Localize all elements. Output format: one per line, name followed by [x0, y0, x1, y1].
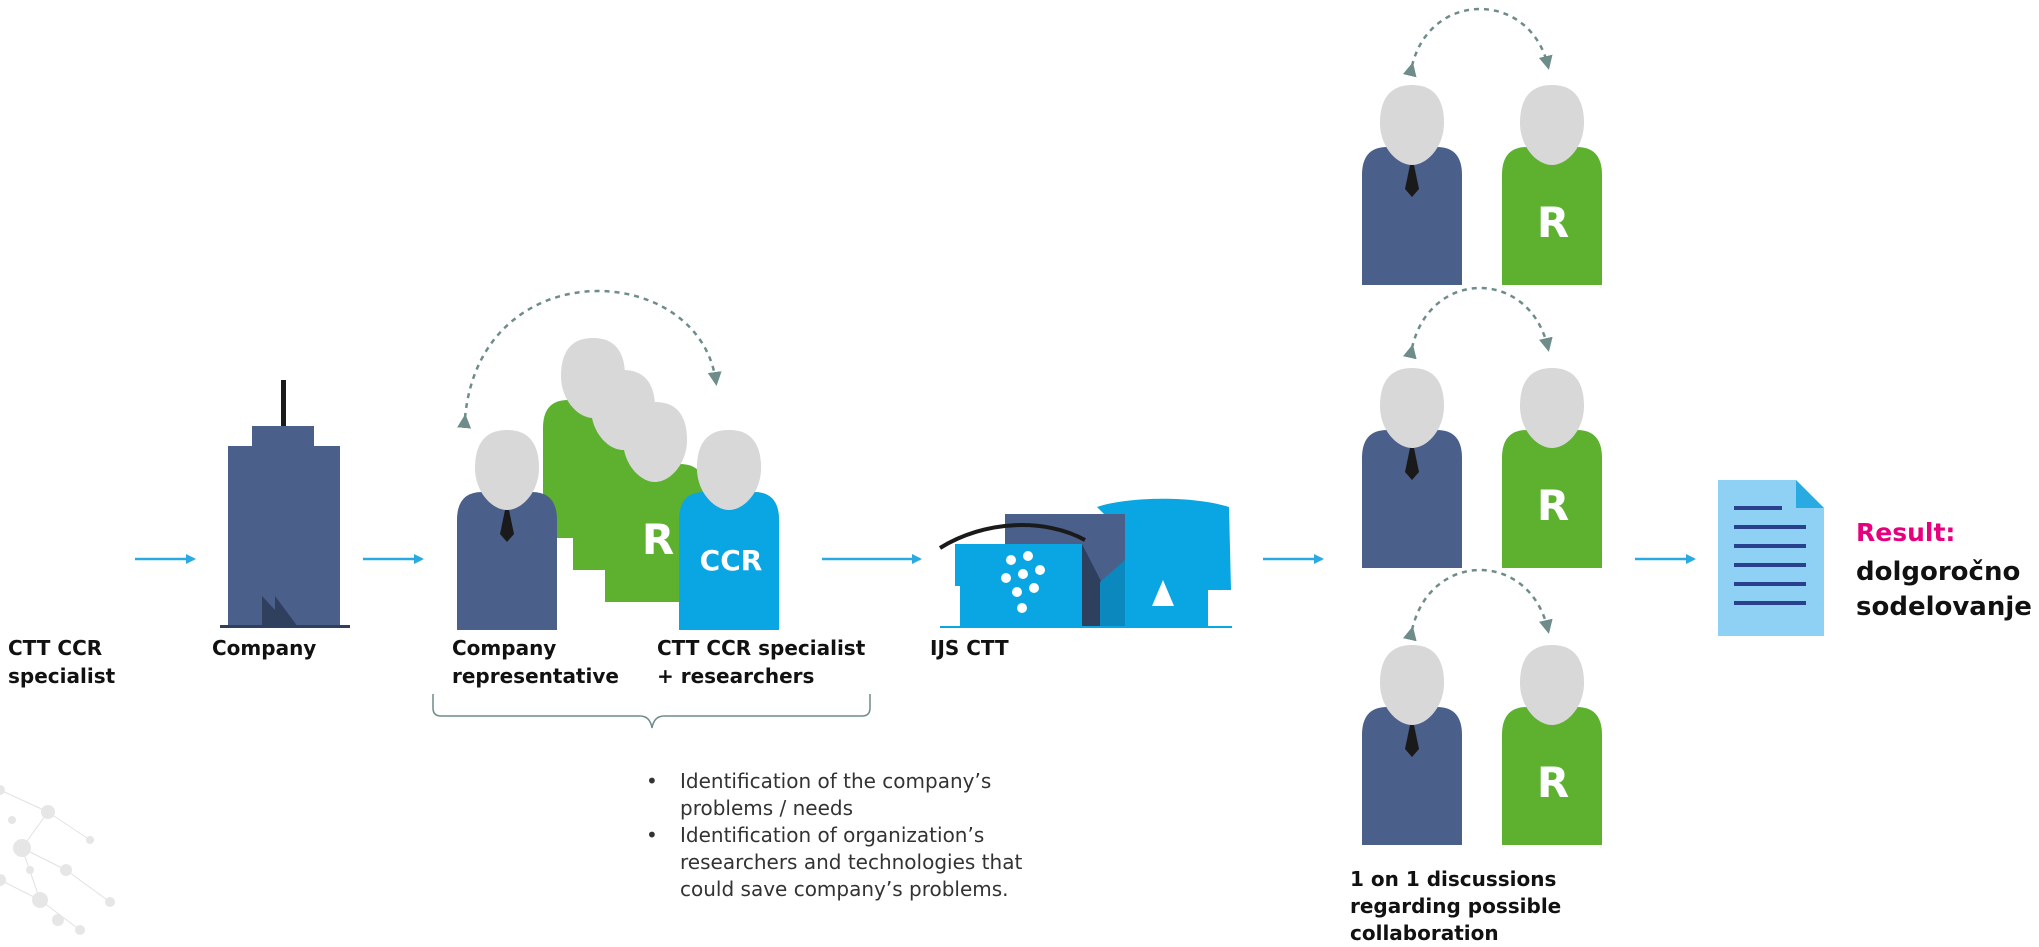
- company-building-icon: [220, 380, 350, 628]
- label-line: 1 on 1 discussions: [1350, 867, 1557, 891]
- one-on-one-pairs: R R R: [1362, 7, 1602, 845]
- researcher-letter: R: [1537, 481, 1569, 530]
- label-line: + researchers: [657, 664, 815, 688]
- step-label-specialist-researchers: CTT CCR specialist + researchers: [657, 634, 865, 690]
- researcher-letter: R: [642, 515, 674, 564]
- label-line: CTT CCR: [8, 636, 103, 660]
- result-text: dolgoročno sodelovanje: [1856, 555, 2032, 625]
- label-line: regarding possible: [1350, 894, 1562, 918]
- ccr-letter: CCR: [700, 544, 763, 577]
- ijs-ctt-building-icon: [938, 498, 1232, 628]
- note-item: Identification of organization’s researc…: [640, 822, 1080, 903]
- note-line: Identification of the company’s: [680, 769, 992, 793]
- step-label-company: Company: [212, 634, 316, 662]
- discussion-pair-3: R: [1362, 568, 1602, 845]
- result-label: Result:: [1856, 518, 1956, 547]
- label-line: specialist: [8, 664, 116, 688]
- step-label-discussions: 1 on 1 discussions regarding possible co…: [1350, 866, 1561, 947]
- result-line: dolgoročno: [1856, 557, 2021, 587]
- step-label-company-representative: Company representative: [452, 634, 619, 690]
- researcher-letter: R: [1537, 758, 1569, 807]
- discussion-pair-1: R: [1362, 7, 1602, 285]
- label-line: IJS CTT: [930, 636, 1009, 660]
- ccr-specialist-icon: CCR: [679, 430, 779, 630]
- company-representative-icon: [457, 430, 557, 630]
- result-line: sodelovanje: [1856, 592, 2032, 622]
- step-label-ijs-ctt: IJS CTT: [930, 634, 1009, 662]
- identification-notes: Identification of the company’s problems…: [640, 768, 1080, 903]
- label-line: collaboration: [1350, 921, 1499, 945]
- document-icon: [1718, 480, 1824, 636]
- researcher-group-icon: R: [543, 338, 705, 602]
- label-line: Company: [212, 636, 317, 660]
- discussion-pair-2: R: [1362, 286, 1602, 568]
- note-line: problems / needs: [680, 796, 854, 820]
- network-decoration: [0, 785, 115, 935]
- note-line: researchers and technologies that: [680, 850, 1023, 874]
- note-item: Identification of the company’s problems…: [640, 768, 1080, 822]
- note-line: Identification of organization’s: [680, 823, 985, 847]
- step-label-ctt-ccr-specialist: CTT CCR specialist: [8, 634, 115, 690]
- note-line: could save company’s problems.: [680, 877, 1009, 901]
- label-line: representative: [452, 664, 619, 688]
- curved-exchange-arrow: [457, 289, 722, 429]
- label-line: CTT CCR specialist: [657, 636, 866, 660]
- researcher-letter: R: [1537, 198, 1569, 247]
- meeting-group-icon: R CCR: [457, 289, 779, 630]
- label-line: Company: [452, 636, 557, 660]
- bracket: [432, 694, 871, 729]
